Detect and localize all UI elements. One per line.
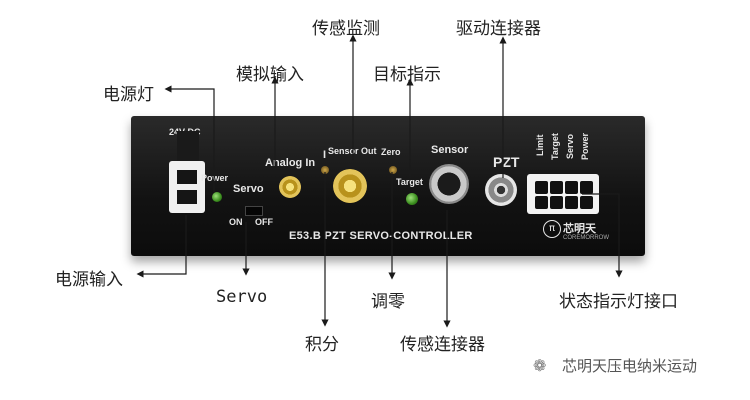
callout-integral: 积分 bbox=[305, 335, 339, 355]
brand-name: 芯明天 bbox=[563, 223, 596, 235]
callout-power-led: 电源灯 bbox=[103, 85, 154, 105]
zero-pot[interactable] bbox=[389, 166, 397, 174]
line-power-input bbox=[136, 215, 187, 278]
servo-switch-label: Servo bbox=[233, 183, 264, 195]
callout-zero-adjust: 调零 bbox=[371, 292, 405, 312]
integral-label: I bbox=[323, 149, 327, 161]
callout-power-input: 电源输入 bbox=[55, 270, 123, 290]
analog-in-connector bbox=[279, 176, 301, 198]
brand-sub: COREMORROW bbox=[563, 235, 609, 241]
watermark-text: 芯明天压电纳米运动 bbox=[562, 357, 698, 375]
callout-sensor-connector: 传感连接器 bbox=[400, 335, 485, 355]
switch-off-label: OFF bbox=[255, 217, 273, 227]
sensor-out-label: Sensor Out bbox=[328, 146, 377, 156]
zero-label: Zero bbox=[381, 147, 401, 157]
power-input-socket bbox=[169, 131, 205, 213]
wechat-icon: ❁ bbox=[533, 356, 547, 375]
callout-sensor-monitor: 传感监测 bbox=[312, 19, 380, 39]
servo-switch[interactable] bbox=[245, 206, 263, 216]
target-led bbox=[406, 193, 418, 205]
sensor-connector bbox=[429, 164, 469, 204]
callout-drive-connector: 驱动连接器 bbox=[456, 19, 541, 39]
sensor-label: Sensor bbox=[431, 144, 469, 156]
line-power-led bbox=[164, 85, 215, 192]
callout-status-indicator-port: 状态指示灯接口 bbox=[559, 292, 678, 312]
integral-pot[interactable] bbox=[321, 166, 329, 174]
brand-logo: π bbox=[543, 220, 561, 238]
analog-in-label: Analog In bbox=[265, 157, 316, 169]
target-label: Target bbox=[396, 177, 423, 187]
callout-servo: Servo bbox=[216, 287, 268, 307]
callout-target-indicator: 目标指示 bbox=[373, 65, 441, 85]
sensor-out-connector bbox=[333, 169, 367, 203]
pzt-label: PZT bbox=[493, 154, 520, 170]
servo-controller-device: 24V DC Power Servo ON OFF Analog In I Se… bbox=[131, 116, 645, 256]
line-status-port bbox=[582, 193, 623, 278]
power-led bbox=[212, 192, 222, 202]
model-label: E53.B PZT SERVO-CONTROLLER bbox=[289, 230, 473, 242]
pzt-drive-connector bbox=[485, 174, 517, 206]
switch-on-label: ON bbox=[229, 217, 243, 227]
callout-analog-input: 模拟输入 bbox=[236, 65, 304, 85]
